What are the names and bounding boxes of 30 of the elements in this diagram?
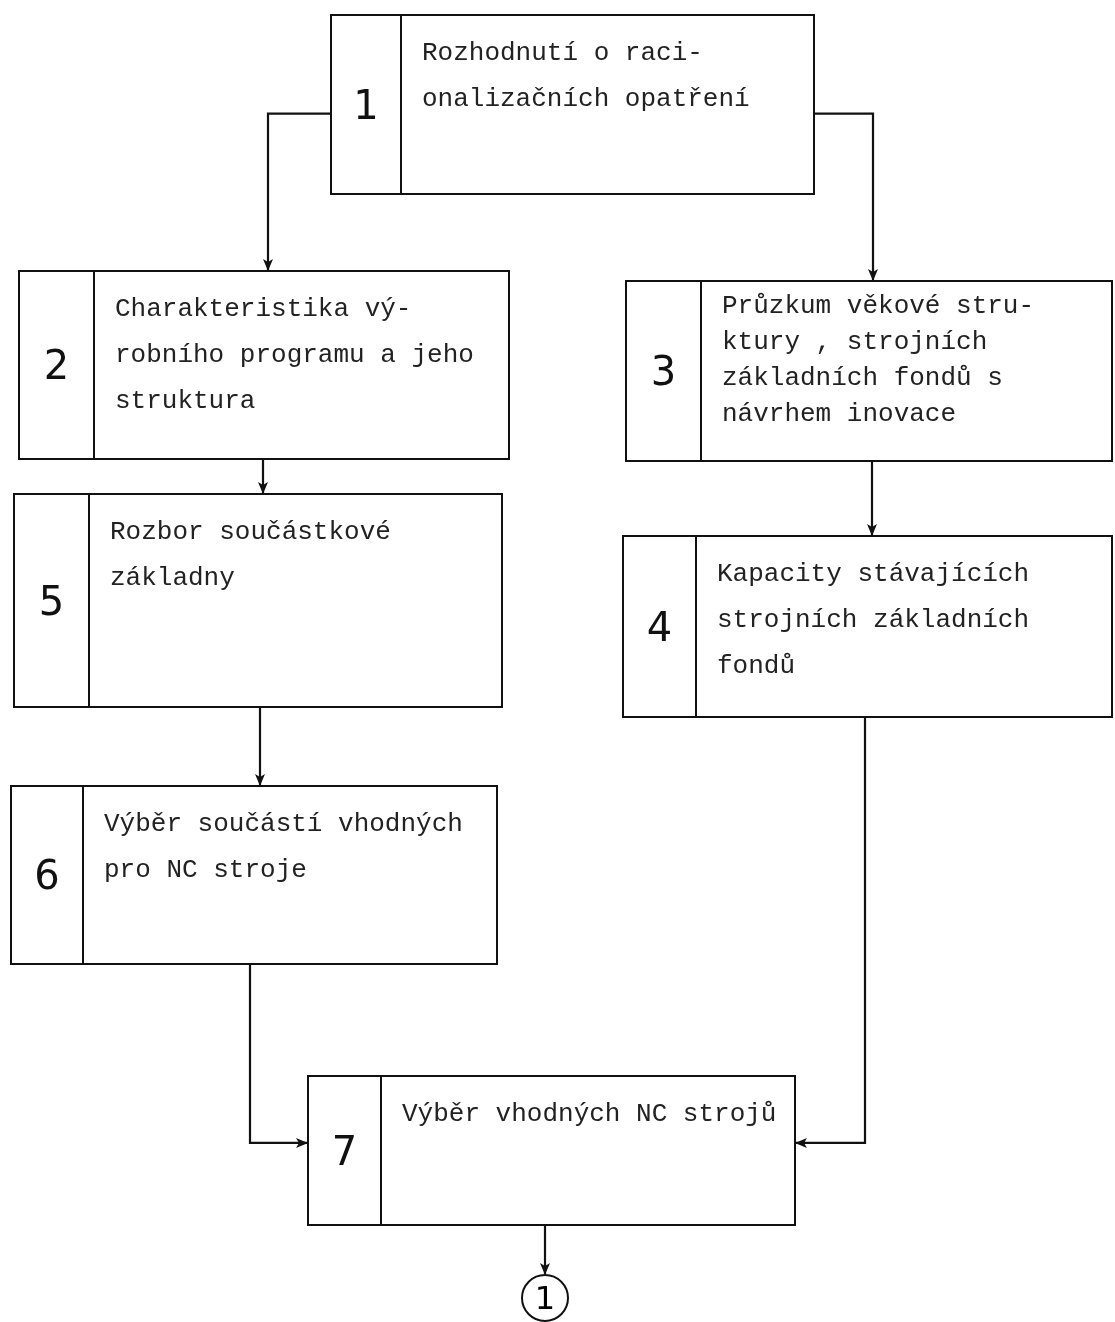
arrow [255, 708, 265, 786]
step-text: Rozbor součástkové základny [109, 516, 392, 595]
process-box [307, 1075, 796, 1226]
process-box [625, 280, 1113, 462]
arrow [258, 460, 268, 494]
step-number: 4 [624, 537, 697, 716]
step-number: 2 [20, 272, 95, 458]
arrow [815, 112, 878, 281]
arrow [248, 965, 308, 1148]
step-text: Výběr vhodných NC strojů [401, 1098, 778, 1131]
process-box [10, 785, 498, 965]
arrow [263, 112, 330, 271]
step-number: 7 [309, 1077, 382, 1224]
step-text: Rozhodnutí o raci-onalizačních opatření [421, 37, 751, 116]
process-box [622, 535, 1113, 718]
step-number: 5 [15, 495, 90, 706]
arrow [867, 462, 877, 536]
process-box [330, 14, 815, 195]
step-text: Průzkum věkové stru-ktury , strojních základních fondů s návrhem inovace [721, 290, 1036, 431]
step-text: Kapacity stávajících strojních základních fondů [716, 558, 1031, 683]
arrow [540, 1226, 550, 1275]
step-text: Charakteristika vý-robního programu a jeho struktura [114, 293, 475, 418]
connector-circle: 1 [521, 1274, 569, 1322]
step-number: 3 [627, 282, 702, 460]
process-box [13, 493, 503, 708]
process-box [18, 270, 510, 460]
step-number: 6 [12, 787, 84, 963]
arrow [795, 718, 867, 1148]
step-number: 1 [332, 16, 402, 193]
step-text: Výběr součástí vhodných pro NC stroje [103, 808, 464, 887]
